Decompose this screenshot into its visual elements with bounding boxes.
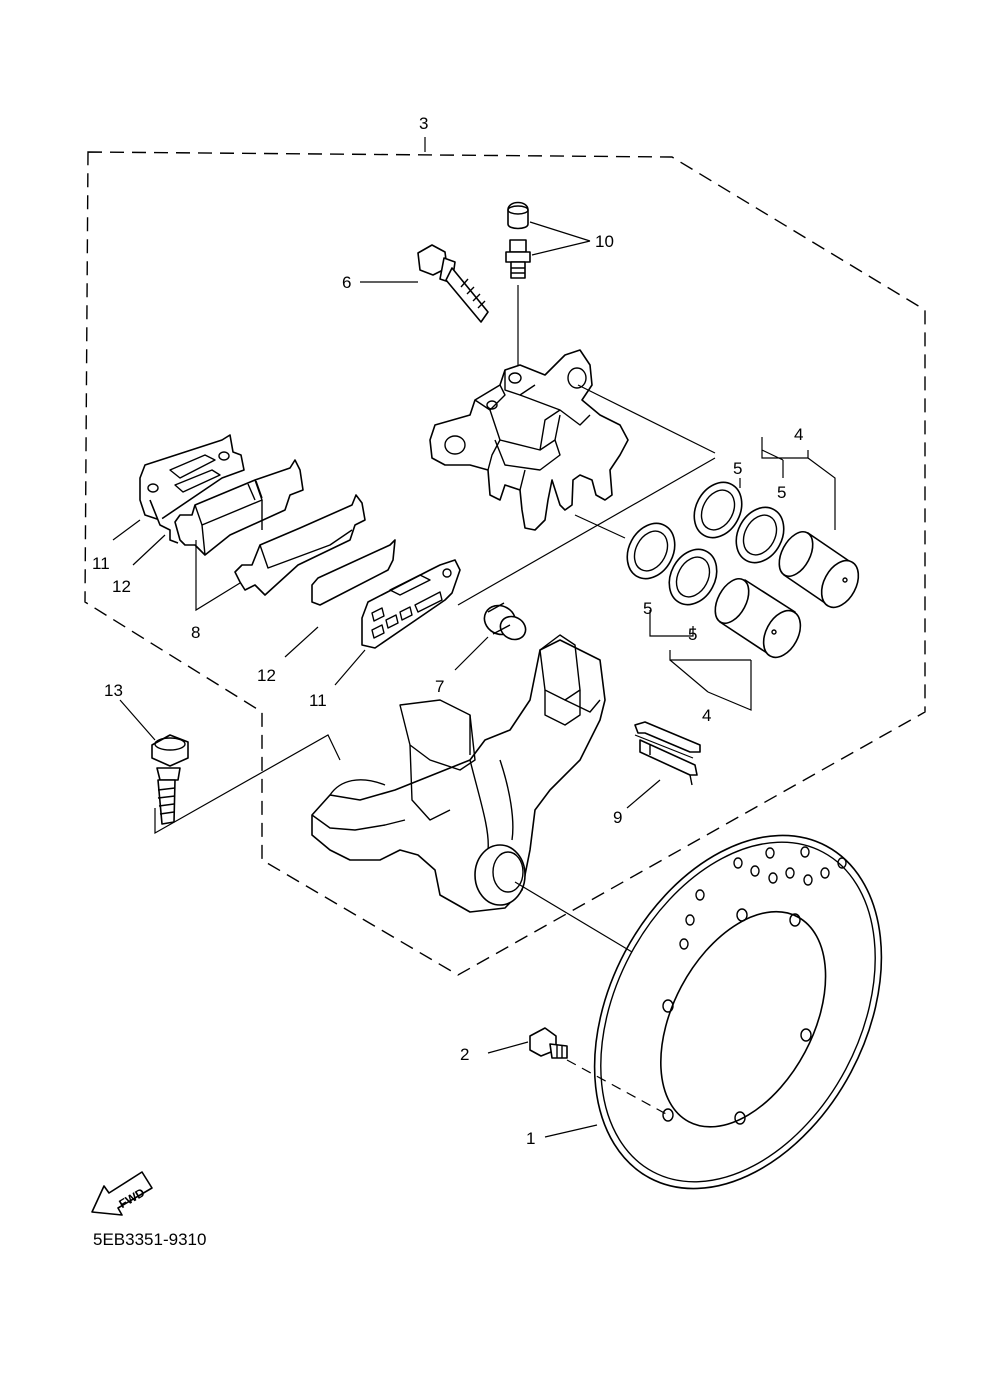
pad-shim-outer <box>139 434 245 521</box>
pad-pin-plug <box>483 602 527 641</box>
pin-bolt <box>360 244 489 323</box>
diagram-code: 5EB3351-9310 <box>93 1230 206 1249</box>
disc-holes <box>662 846 847 1125</box>
callout-8: 8 <box>191 623 200 642</box>
callout-11: 11 <box>309 691 327 710</box>
callouts: 1 2 3 4 4 5 5 5 5 6 7 8 9 10 11 11 12 12… <box>92 114 803 1148</box>
callout-5: 5 <box>777 483 786 502</box>
brake-pad <box>174 459 304 556</box>
callout-6: 6 <box>342 273 351 292</box>
pad-spring <box>634 721 701 786</box>
pistons-and-seals <box>626 437 860 711</box>
caliper-bracket <box>311 634 633 953</box>
caliper-body <box>429 349 716 539</box>
callout-5: 5 <box>688 625 697 644</box>
callout-12: 12 <box>112 577 131 596</box>
callout-5: 5 <box>643 599 652 618</box>
pad-shim-inner <box>311 539 396 606</box>
callout-10: 10 <box>595 232 614 251</box>
piston-seal <box>735 506 785 564</box>
pad-shim-inner <box>149 499 179 544</box>
caliper-assembly-boundary <box>84 137 926 976</box>
callout-7: 7 <box>435 677 444 696</box>
forward-arrow: FWD <box>91 1171 153 1216</box>
callout-12: 12 <box>257 666 276 685</box>
brake-pad <box>234 494 366 596</box>
callout-2: 2 <box>460 1045 469 1064</box>
bracket-bolt <box>151 734 189 825</box>
callout-11: 11 <box>92 554 110 573</box>
leader-lines <box>112 457 716 1138</box>
piston <box>778 531 860 609</box>
callout-3: 3 <box>419 114 428 133</box>
callout-4: 4 <box>794 425 803 444</box>
callout-5: 5 <box>733 459 742 478</box>
callout-9: 9 <box>613 808 622 827</box>
piston-seal <box>668 548 718 606</box>
bleed-screw-and-cap <box>505 201 591 365</box>
piston-seal <box>693 481 743 539</box>
pad-shim-outer <box>361 559 461 649</box>
piston <box>714 578 802 659</box>
callout-4: 4 <box>702 706 711 725</box>
callout-1: 1 <box>526 1129 535 1148</box>
piston-seal <box>626 522 676 580</box>
disc-bolt <box>529 1027 669 1116</box>
brake-disc <box>593 834 883 1190</box>
callout-13: 13 <box>104 681 123 700</box>
